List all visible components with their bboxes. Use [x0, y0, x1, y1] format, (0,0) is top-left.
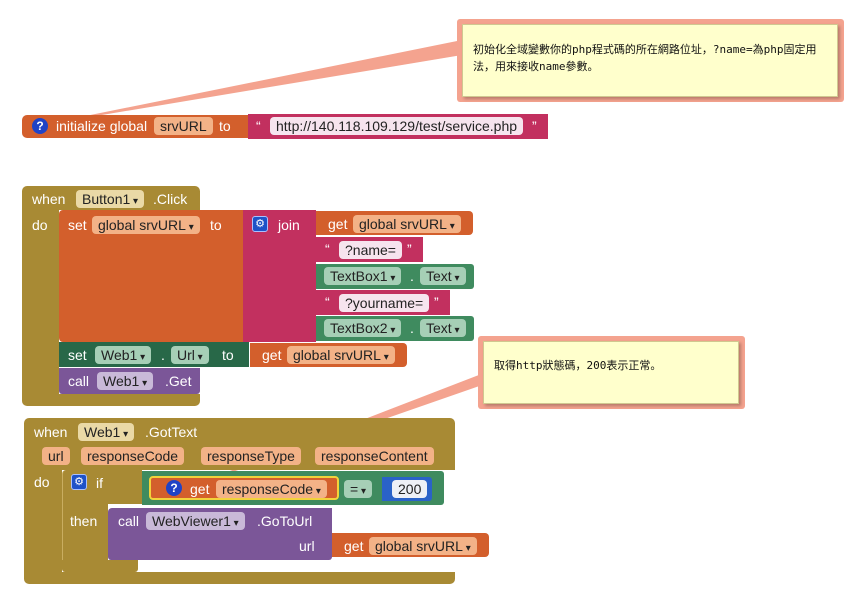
param-url[interactable]: url	[42, 447, 70, 465]
get-label-3: get	[190, 481, 210, 497]
button-click-event-side	[22, 206, 59, 398]
gear-icon[interactable]: ⚙	[252, 216, 268, 232]
set-var-dropdown[interactable]: global srvURL	[92, 216, 200, 234]
comment-pointer-1	[36, 40, 468, 126]
number-200-value[interactable]: 200	[392, 480, 428, 498]
set-web-url-block[interactable]	[59, 342, 249, 367]
if-label: if	[96, 475, 103, 491]
set-to-label: to	[210, 217, 222, 233]
textbox2-dropdown[interactable]: TextBox2	[324, 319, 402, 337]
compare-operator-dropdown[interactable]: =	[344, 480, 372, 498]
url-arg-label: url	[299, 538, 315, 554]
web1-dropdown[interactable]: Web1	[95, 346, 152, 364]
gottext-event-label: .GotText	[145, 424, 198, 440]
open-quote-icon: “	[325, 241, 330, 257]
when-label: when	[32, 191, 66, 207]
url-prop-dropdown[interactable]: Url	[171, 346, 209, 364]
comment-text-2[interactable]: 取得http狀態碼，200表示正常。	[483, 341, 739, 404]
init-global-to: to	[219, 118, 231, 134]
get-var-dropdown-3[interactable]: global srvURL	[369, 537, 477, 555]
param-response-type[interactable]: responseType	[201, 447, 301, 465]
web1-event-dropdown[interactable]: Web1	[78, 423, 135, 441]
dot-separator: .	[161, 347, 165, 363]
comment-question-icon-2[interactable]: ?	[166, 480, 182, 496]
dot-separator: .	[410, 268, 414, 284]
get-label-1: get	[328, 216, 348, 232]
if-block-foot	[62, 560, 138, 572]
gottext-event-side	[24, 466, 62, 574]
param-response-content[interactable]: responseContent	[315, 447, 434, 465]
call-label: call	[68, 373, 90, 389]
call-label-2: call	[118, 513, 140, 529]
textbox2-prop-dropdown[interactable]: Text	[420, 319, 466, 337]
do-label-2: do	[34, 474, 50, 490]
close-quote-icon: ”	[532, 118, 537, 134]
do-label: do	[32, 217, 48, 233]
url-text-value[interactable]: http://140.118.109.129/test/service.php	[270, 117, 524, 135]
gotourl-method-label: .GoToUrl	[257, 513, 313, 529]
comment-text-1[interactable]: 初始化全域變數你的php程式碼的所在網路位址，?name=為php固定用法，用來…	[462, 24, 838, 97]
comment-question-icon[interactable]: ?	[32, 118, 48, 134]
webviewer1-dropdown[interactable]: WebViewer1	[146, 512, 245, 530]
get-var-dropdown-1[interactable]: global srvURL	[353, 215, 461, 233]
close-quote-icon: ”	[407, 241, 412, 257]
get-label-4: get	[344, 538, 364, 554]
set-label: set	[68, 217, 87, 233]
if-gear-icon[interactable]: ⚙	[71, 474, 87, 490]
get-label-2: get	[262, 347, 282, 363]
join-label: join	[278, 217, 300, 233]
click-event-label: .Click	[153, 191, 188, 207]
textbox1-prop-dropdown[interactable]: Text	[420, 267, 466, 285]
button-click-event-foot	[22, 394, 200, 406]
textbox1-dropdown[interactable]: TextBox1	[324, 267, 402, 285]
join-block[interactable]	[243, 210, 316, 342]
close-quote-icon: ”	[434, 294, 439, 310]
open-quote-icon: “	[256, 118, 261, 134]
get-response-code-dropdown[interactable]: responseCode	[216, 480, 327, 498]
call-web1-dropdown[interactable]: Web1	[97, 372, 154, 390]
get-method-label: .Get	[165, 373, 192, 389]
if-block-side	[62, 504, 108, 568]
text-yourname-value[interactable]: ?yourname=	[339, 294, 430, 312]
text-name-value[interactable]: ?name=	[339, 241, 402, 259]
dot-separator: .	[410, 320, 414, 336]
gottext-event-foot	[24, 572, 455, 584]
button1-dropdown[interactable]: Button1	[76, 190, 145, 208]
open-quote-icon: “	[325, 294, 330, 310]
get-var-dropdown-2[interactable]: global srvURL	[287, 346, 395, 364]
init-global-var-name[interactable]: srvURL	[154, 117, 213, 135]
init-global-keyword: initialize global	[56, 118, 148, 134]
param-response-code[interactable]: responseCode	[81, 447, 185, 465]
set-label-2: set	[68, 347, 87, 363]
set-to-label-2: to	[222, 347, 234, 363]
when-label-2: when	[34, 424, 68, 440]
then-label: then	[70, 513, 98, 529]
